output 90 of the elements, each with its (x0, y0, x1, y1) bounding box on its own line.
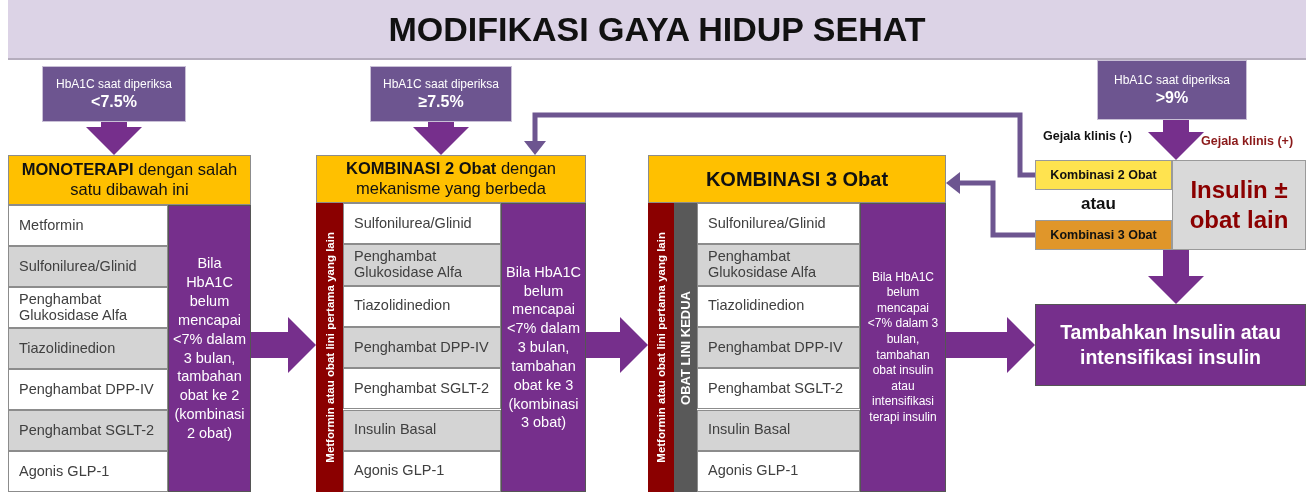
drug-row (8, 287, 168, 328)
box-caption: HbA1C saat diperiksa (55, 77, 173, 92)
insulin-box (1172, 160, 1306, 250)
header-text: KOMBINASI 3 Obat (705, 167, 889, 191)
drug-row (697, 368, 860, 410)
instruction-text: Bila HbA1C belum mencapai <7% dalam 3 bulan, tambahan obat ke 2 (kombinasi 2 obat) (173, 254, 246, 443)
box-caption: HbA1C saat diperiksa (382, 77, 500, 92)
option-box (1035, 220, 1172, 250)
drug-name: Agonis GLP-1 (708, 463, 799, 480)
block-arrow (86, 122, 142, 155)
drug-name: Penghambat DPP-IV (708, 339, 843, 356)
drug-name: Penghambat SGLT-2 (19, 422, 155, 439)
threshold-value: >9% (1155, 87, 1189, 107)
drug-row (343, 409, 501, 451)
drug-row (8, 410, 168, 451)
therapy-header (316, 155, 586, 203)
drug-name: Penghambat SGLT-2 (354, 380, 490, 397)
drug-name: Insulin Basal (354, 422, 437, 439)
drug-name: Sulfonilurea/Glinid (354, 215, 472, 232)
block-arrow (1148, 250, 1204, 304)
title: MODIFIKASI GAYA HIDUP SEHAT (388, 9, 926, 49)
label-text: Gejala klinis (+) (1201, 134, 1294, 148)
block-arrow (251, 317, 316, 373)
vertical-label: Metformin atau obat lini pertama yang lain (655, 232, 667, 463)
block-arrow (586, 317, 648, 373)
block-arrow (946, 317, 1035, 373)
instruction-text: Bila HbA1C belum mencapai <7% dalam 3 bulan, tambahan obat ke 3 (kombinasi 3 obat) (506, 262, 581, 433)
vertical-label: Metformin atau obat lini pertama yang lain (323, 232, 336, 463)
drug-row (697, 409, 860, 451)
drug-name: Sulfonilurea/Glinid (708, 215, 826, 232)
drug-name: Insulin Basal (708, 422, 791, 439)
insulin-text: Insulin ± obat lain (1188, 175, 1290, 235)
instruction-text: Bila HbA1C belum mencapai <7% dalam 3 bulan, tambahan obat insulin atau intensifikasi terapi insulin (866, 269, 940, 426)
drug-name: Agonis GLP-1 (354, 463, 445, 480)
connector-arrow (524, 112, 1035, 178)
first-line-bar (316, 203, 343, 492)
drug-row (697, 244, 860, 286)
drug-row (697, 285, 860, 327)
option-text: Kombinasi 3 Obat (1050, 227, 1157, 243)
drug-name: Sulfonilurea/Glinid (19, 258, 137, 275)
option-text: Kombinasi 2 Obat (1050, 167, 1157, 183)
instruction-panel (501, 203, 586, 492)
instruction-panel (168, 205, 251, 492)
drug-name: Penghambat DPP-IV (19, 381, 154, 398)
drug-row (343, 244, 501, 286)
drug-row (8, 369, 168, 410)
header-text: MONOTERAPI dengan salah satu dibawah ini (20, 160, 239, 200)
instruction-panel (860, 203, 946, 492)
drug-name: Penghambat Glukosidase Alfa (354, 249, 463, 281)
drug-row (697, 450, 860, 492)
result-text: Tambahkan Insulin atau intensifikasi insulin (1059, 319, 1282, 370)
drug-name: Agonis GLP-1 (19, 463, 110, 480)
drug-name: Penghambat DPP-IV (354, 339, 489, 356)
block-arrow (413, 122, 469, 155)
second-line-bar (674, 203, 697, 492)
threshold-value: ≥7.5% (418, 91, 464, 111)
drug-name: Penghambat Glukosidase Alfa (708, 249, 817, 281)
drug-name: Tiazolidinedion (19, 340, 116, 357)
hba1c-box (1097, 60, 1247, 120)
drug-row (697, 203, 860, 245)
drug-row (343, 368, 501, 410)
connector-arrow (946, 172, 1035, 238)
hba1c-box (42, 66, 186, 122)
drug-row (8, 328, 168, 369)
header-text: KOMBINASI 2 Obat dengan mekanisme yang berbeda (345, 159, 557, 199)
block-arrow (1148, 120, 1204, 160)
drug-row (8, 451, 168, 492)
first-line-bar (648, 203, 674, 492)
therapy-header (8, 155, 251, 205)
drug-row (343, 203, 501, 245)
therapy-header (648, 155, 946, 203)
vertical-label: OBAT LINI KEDUA (678, 290, 693, 405)
drug-row (343, 450, 501, 492)
drug-row (8, 205, 168, 246)
hba1c-box (370, 66, 512, 122)
label-text: Gejala klinis (-) (1043, 129, 1132, 143)
label-text: atau (1081, 194, 1116, 214)
threshold-value: <7.5% (91, 91, 137, 111)
drug-name: Penghambat SGLT-2 (708, 380, 844, 397)
drug-name: Tiazolidinedion (708, 298, 805, 315)
drug-row (343, 326, 501, 369)
drug-row (697, 326, 860, 369)
drug-name: Tiazolidinedion (354, 298, 451, 315)
option-box (1035, 160, 1172, 190)
drug-name: Metformin (19, 217, 84, 234)
box-caption: HbA1C saat diperiksa (1113, 73, 1231, 88)
drug-name: Penghambat Glukosidase Alfa (19, 291, 128, 324)
drug-row (343, 285, 501, 327)
drug-row (8, 246, 168, 287)
result-box (1035, 304, 1306, 386)
